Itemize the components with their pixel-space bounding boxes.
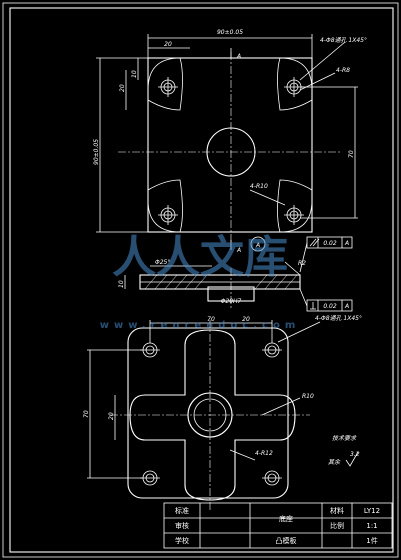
section-bore: Φ20H7: [221, 298, 242, 305]
section-view: 0.02 A 0.02 A Φ25° Φ20H7 10 R2: [118, 236, 353, 312]
bottom-note-r12: 4-R12: [255, 450, 273, 457]
section-chamfer: Φ25°: [155, 259, 170, 266]
dim-hole-small: 10: [131, 70, 138, 78]
tech-title: 技术要求: [332, 434, 357, 442]
tb-row1-label: 标准: [175, 506, 189, 515]
corner-pad-br: [277, 179, 313, 233]
section-thickness: 10: [118, 280, 125, 288]
top-view: 90±0.05 20 20 10 90±0.05 70 A A 4-Φ8通孔 1…: [93, 29, 367, 254]
datum-label: A: [255, 242, 260, 249]
title-block: 标准 审核 学校 底座 凸模板 材料 LY12 比例 1:1 1件: [163, 502, 393, 549]
bottom-dim-inner-label: 20: [108, 412, 115, 420]
bottom-dim-offset-label: 20: [242, 316, 250, 323]
dim-width-top: 90±0.05: [217, 29, 243, 36]
cross-boss: [129, 329, 296, 501]
tol-parallel-ref: A: [344, 240, 349, 247]
parallel-icon: [309, 238, 317, 247]
roughness-label: 其余: [328, 458, 341, 466]
tb-scale-label: 比例: [330, 521, 344, 530]
tol-parallel-value: 0.02: [323, 240, 337, 247]
bottom-note-holes: 4-Φ8通孔 1X45°: [315, 315, 362, 322]
watermark-url: www.renrendoc.com: [100, 320, 301, 331]
corner-pad-bl: [147, 179, 183, 233]
roughness-value: 3.2: [350, 451, 360, 458]
watermark: 人人文库 www.renrendoc.com: [100, 232, 301, 331]
corner-pad-tl: [147, 57, 183, 111]
section-radius: R2: [298, 260, 306, 267]
tb-scale-value: 1:1: [366, 522, 377, 530]
section-label-top: A: [236, 53, 241, 60]
tol-parallel-frame: [306, 236, 353, 249]
watermark-text: 人人文库: [112, 232, 288, 283]
tol-perp-ref: A: [344, 303, 349, 310]
dim-height-top: 90±0.05: [93, 139, 100, 165]
dim-inner-top: 70: [348, 150, 355, 158]
section-label-bottom: A: [236, 247, 241, 254]
bottom-view: 70 20 70 20 4-Φ8通孔 1X45° R10 4-R12: [83, 315, 362, 510]
tb-part-name: 底座: [279, 514, 293, 523]
bottom-note-r10: R10: [302, 393, 314, 400]
tol-perp-value: 0.02: [323, 303, 337, 310]
tb-part-name2: 凸模板: [276, 536, 297, 545]
bottom-dim-height-label: 70: [83, 410, 90, 418]
bottom-dim-width-label: 70: [207, 316, 215, 323]
note-holes-top: 4-Φ8通孔 1X45°: [320, 37, 367, 44]
dim-hole-offset-y: 20: [119, 84, 126, 92]
note-r10: 4-R10: [250, 183, 268, 190]
tb-row2-label: 审核: [175, 521, 189, 530]
roughness-icon: [345, 451, 359, 467]
tb-qty-value: 1件: [366, 536, 377, 545]
tech-notes: 技术要求 其余 3.2: [328, 434, 360, 467]
datum-circle: [250, 236, 266, 252]
tb-material-label: 材料: [330, 506, 344, 515]
corner-pad-tr: [277, 57, 313, 111]
top-plate-outline: [147, 57, 313, 233]
bottom-plate-outline: [127, 327, 289, 499]
tb-row3-label: 学校: [175, 536, 189, 545]
dim-hole-offset-x: 20: [164, 41, 172, 48]
tb-material-value: LY12: [364, 507, 380, 515]
note-r8: 4-R8: [336, 67, 350, 74]
inner-border: [9, 7, 394, 553]
section-hatch: [144, 274, 298, 290]
